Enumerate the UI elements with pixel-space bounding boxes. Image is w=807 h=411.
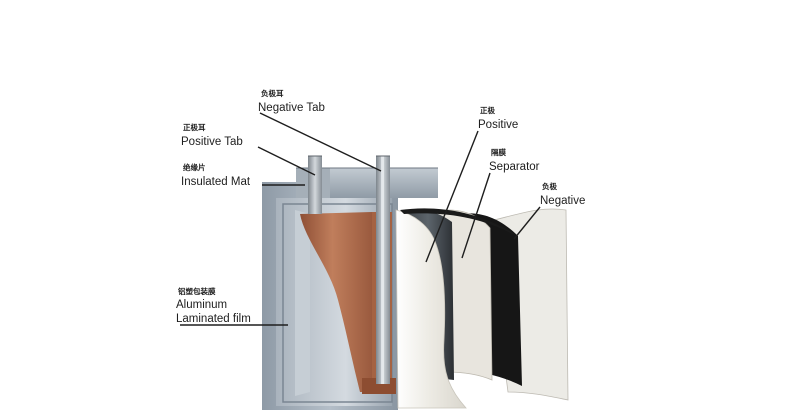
svg-text:Positive Tab: Positive Tab <box>181 136 243 148</box>
svg-text:隔膜: 隔膜 <box>491 147 506 157</box>
label-aluminum-film: 铝塑包装膜 Aluminum Laminated film <box>176 286 251 325</box>
leader-lines <box>180 112 541 326</box>
svg-text:正极: 正极 <box>480 105 495 115</box>
svg-text:Aluminum: Aluminum <box>176 299 227 311</box>
label-positive-tab: 正极耳 Positive Tab <box>181 122 243 148</box>
svg-text:Laminated film: Laminated film <box>176 313 251 325</box>
svg-text:Negative: Negative <box>540 195 585 207</box>
svg-text:Insulated Mat: Insulated Mat <box>181 176 251 188</box>
svg-text:负极耳: 负极耳 <box>261 88 284 98</box>
label-negative-tab: 负极耳 Negative Tab <box>258 88 325 114</box>
svg-text:铝塑包装膜: 铝塑包装膜 <box>178 286 216 296</box>
positive-tab <box>308 155 322 214</box>
label-negative: 负极 Negative <box>540 181 585 207</box>
svg-text:Negative Tab: Negative Tab <box>258 102 325 114</box>
electrode-stack <box>395 208 569 409</box>
label-insulated-mat: 绝缘片 Insulated Mat <box>181 162 251 188</box>
svg-text:正极耳: 正极耳 <box>183 122 206 132</box>
svg-text:Positive: Positive <box>478 119 518 131</box>
label-separator: 隔膜 Separator <box>489 147 540 173</box>
label-positive: 正极 Positive <box>478 105 518 131</box>
svg-text:负极: 负极 <box>542 181 557 191</box>
svg-text:绝缘片: 绝缘片 <box>183 162 206 172</box>
negative-tab <box>376 155 390 384</box>
svg-text:Separator: Separator <box>489 161 540 173</box>
